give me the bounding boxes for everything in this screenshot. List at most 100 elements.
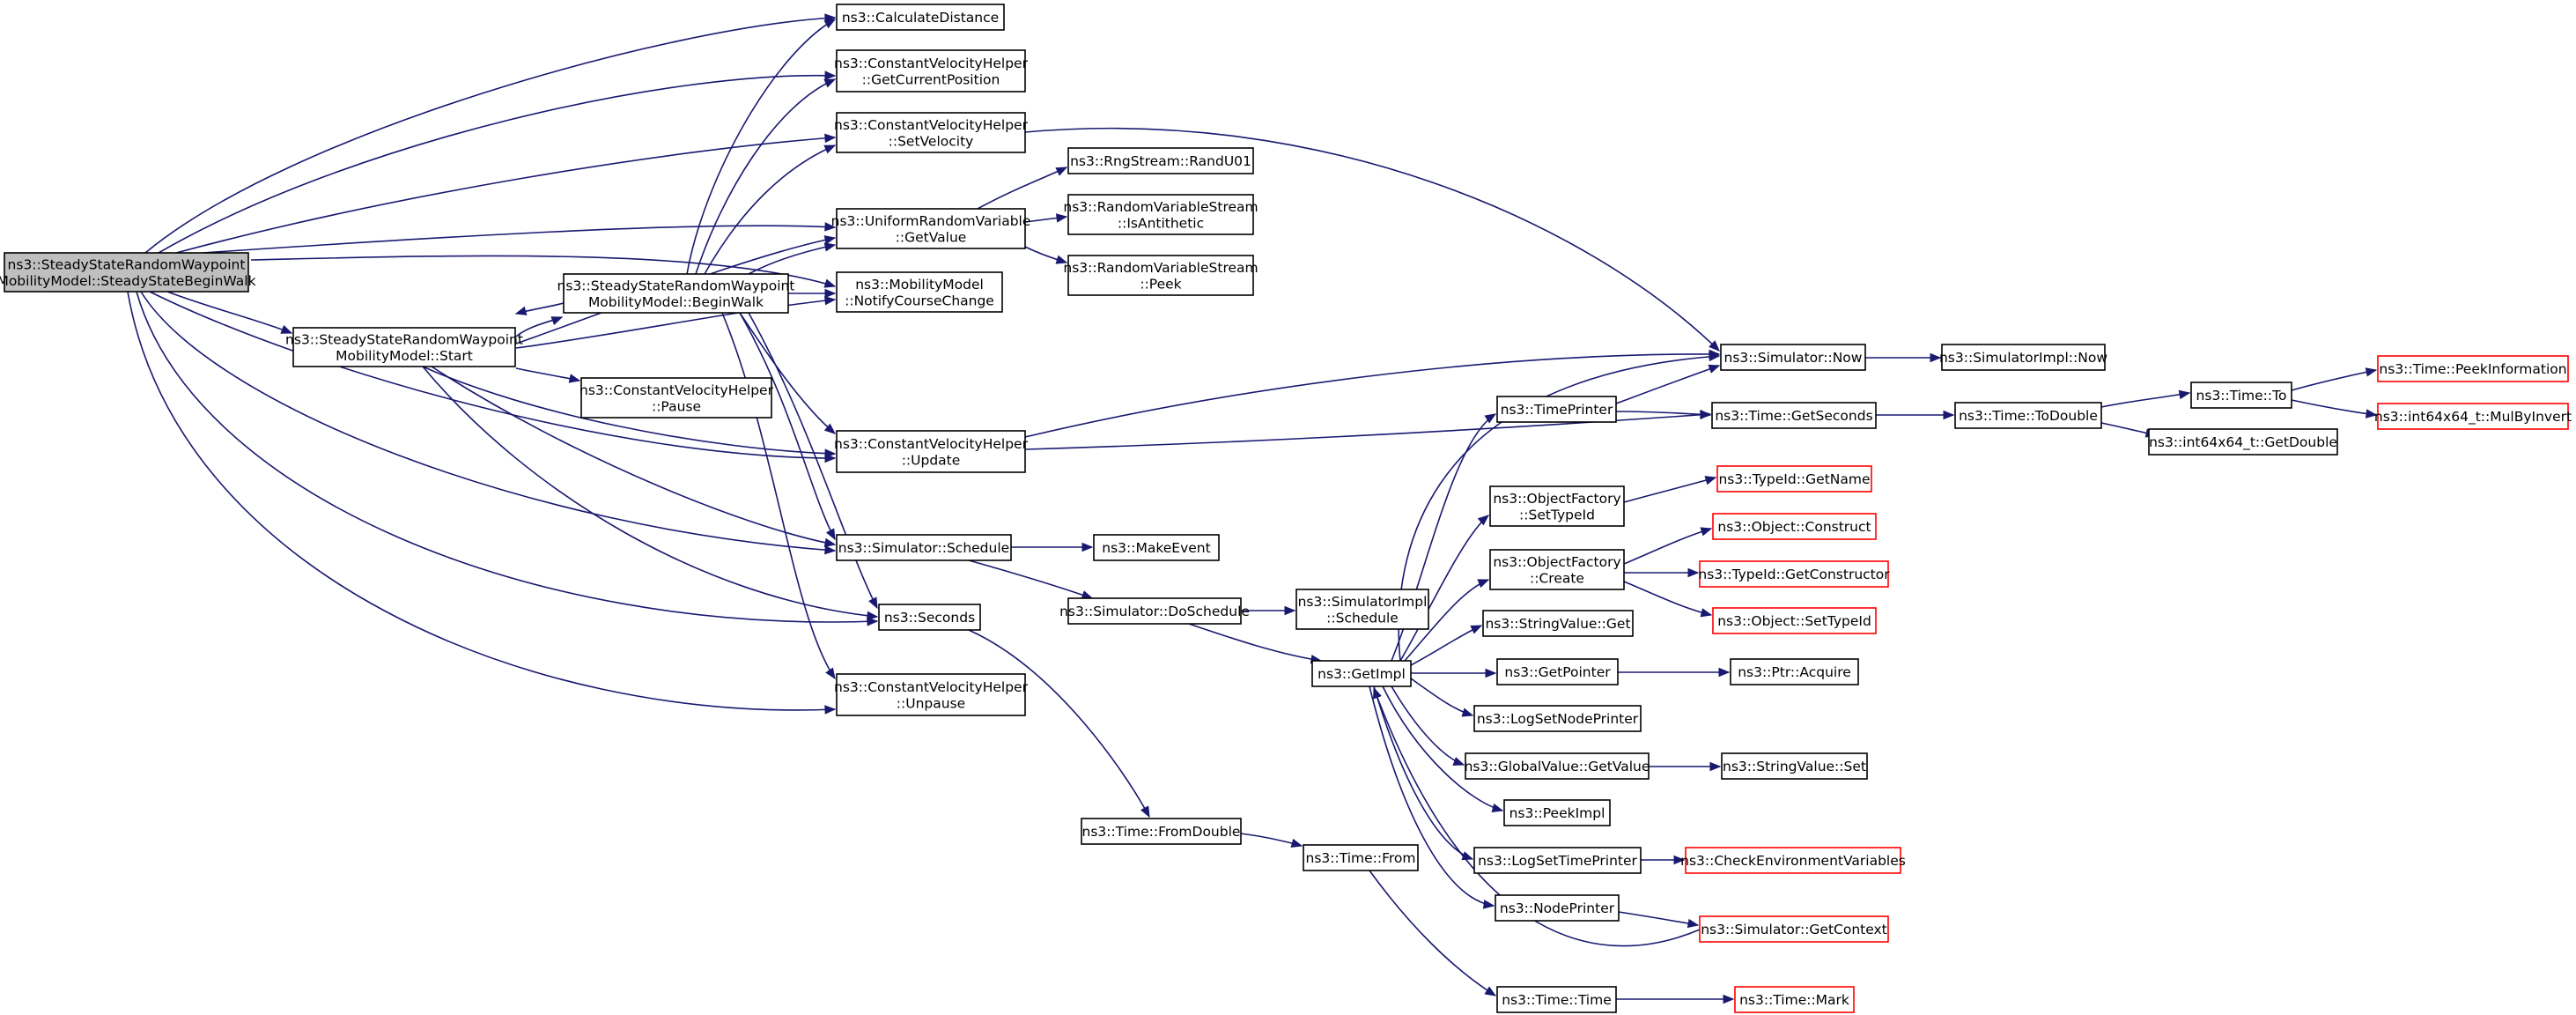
node-label: ns3::TimePrinter bbox=[1501, 402, 1613, 418]
edge-line bbox=[250, 255, 836, 287]
node-timemark[interactable]: ns3::Time::Mark bbox=[1734, 986, 1855, 1013]
node-label: ns3::SteadyStateRandomWaypoint bbox=[557, 278, 795, 293]
node-getimpl[interactable]: ns3::GetImpl bbox=[1311, 660, 1412, 687]
node-peekinfo[interactable]: ns3::Time::PeekInformation bbox=[2377, 355, 2569, 382]
node-label: ns3::Object::SetTypeId bbox=[1717, 613, 1871, 629]
node-ptracquire[interactable]: ns3::Ptr::Acquire bbox=[1730, 658, 1859, 685]
node-simnow[interactable]: ns3::Simulator::Now bbox=[1720, 344, 1866, 371]
edge-arrowhead bbox=[1673, 855, 1686, 865]
node-svset[interactable]: ns3::StringValue::Set bbox=[1721, 752, 1868, 780]
node-label: ns3::GlobalValue::GetValue bbox=[1465, 759, 1650, 774]
call-edge-gvgetvalue-to-svset bbox=[1649, 761, 1722, 772]
node-peekimpl[interactable]: ns3::PeekImpl bbox=[1503, 799, 1611, 826]
node-schedule[interactable]: ns3::Simulator::Schedule bbox=[836, 534, 1012, 561]
call-nodes: ns3::SteadyStateRandomWaypointMobilityMo… bbox=[0, 4, 2572, 1013]
edge-line bbox=[968, 629, 1150, 818]
node-mulbyinvert[interactable]: ns3::int64x64_t::MulByInvert bbox=[2374, 403, 2572, 430]
call-edge-beginwalk-to-start bbox=[514, 302, 565, 315]
call-edge-root-to-setvel bbox=[175, 133, 837, 254]
edge-line bbox=[748, 312, 878, 609]
node-svget[interactable]: ns3::StringValue::Get bbox=[1482, 610, 1634, 637]
node-pause[interactable]: ns3::ConstantVelocityHelper::Pause bbox=[579, 377, 774, 419]
node-box bbox=[836, 430, 1026, 473]
edge-line bbox=[1024, 127, 1720, 352]
call-edge-beginwalk-to-urvgetvalue bbox=[748, 242, 837, 275]
edge-arrowhead bbox=[824, 222, 837, 232]
node-box bbox=[1093, 534, 1220, 561]
node-timeto[interactable]: ns3::Time::To bbox=[2190, 382, 2292, 409]
node-gvgetvalue[interactable]: ns3::GlobalValue::GetValue bbox=[1465, 752, 1650, 780]
edge-arrowhead bbox=[867, 617, 879, 626]
node-box bbox=[292, 327, 516, 367]
call-edge-root-to-notify bbox=[250, 255, 837, 288]
call-edge-start-to-beginwalk bbox=[515, 316, 564, 337]
node-implnow[interactable]: ns3::SimulatorImpl::Now bbox=[1939, 344, 2107, 371]
node-isanti[interactable]: ns3::RandomVariableStream::IsAntithetic bbox=[1063, 194, 1258, 235]
edge-line bbox=[158, 74, 836, 254]
node-nodeprinter[interactable]: ns3::NodePrinter bbox=[1495, 894, 1620, 922]
node-box bbox=[878, 604, 981, 631]
node-peek[interactable]: ns3::RandomVariableStream::Peek bbox=[1063, 255, 1258, 296]
node-timefrom[interactable]: ns3::Time::From bbox=[1303, 844, 1419, 871]
edge-arrowhead bbox=[2365, 409, 2378, 419]
node-timetime[interactable]: ns3::Time::Time bbox=[1496, 986, 1617, 1013]
call-edge-seconds-to-fromdouble bbox=[968, 629, 1150, 819]
node-ofcreate[interactable]: ns3::ObjectFactory::Create bbox=[1489, 549, 1625, 590]
node-calcdist[interactable]: ns3::CalculateDistance bbox=[836, 4, 1005, 31]
node-getpointer[interactable]: ns3::GetPointer bbox=[1496, 658, 1619, 685]
edge-arrowhead bbox=[1687, 567, 1700, 578]
node-fromdouble[interactable]: ns3::Time::FromDouble bbox=[1081, 818, 1242, 845]
node-getcontext[interactable]: ns3::Simulator::GetContext bbox=[1699, 915, 1889, 943]
node-getdouble[interactable]: ns3::int64x64_t::GetDouble bbox=[2148, 428, 2338, 456]
node-update[interactable]: ns3::ConstantVelocityHelper::Update bbox=[834, 430, 1029, 473]
node-start[interactable]: ns3::SteadyStateRandomWaypointMobilityMo… bbox=[285, 327, 523, 367]
node-label: ns3::Ptr::Acquire bbox=[1738, 664, 1851, 680]
call-edge-start-to-pause bbox=[515, 367, 581, 383]
call-edge-root-to-seconds bbox=[136, 291, 879, 626]
edge-line bbox=[1615, 411, 1711, 416]
call-edge-timeprinter-to-getseconds bbox=[1615, 410, 1712, 419]
node-logsettime[interactable]: ns3::LogSetTimePrinter bbox=[1473, 847, 1642, 874]
call-edge-getimpl-to-gvgetvalue bbox=[1391, 685, 1465, 766]
node-root[interactable]: ns3::SteadyStateRandomWaypointMobilityMo… bbox=[0, 252, 256, 293]
node-makeevent[interactable]: ns3::MakeEvent bbox=[1093, 534, 1220, 561]
node-box bbox=[1496, 658, 1619, 685]
node-box bbox=[1067, 194, 1254, 235]
node-box bbox=[1711, 402, 1877, 429]
edge-arrowhead bbox=[1718, 667, 1731, 678]
node-notify[interactable]: ns3::MobilityModel::NotifyCourseChange bbox=[836, 271, 1003, 313]
node-seconds[interactable]: ns3::Seconds bbox=[878, 604, 981, 631]
node-typeidgetname[interactable]: ns3::TypeId::GetName bbox=[1716, 465, 1872, 493]
node-ofsettypeid[interactable]: ns3::ObjectFactory::SetTypeId bbox=[1489, 485, 1625, 527]
node-box bbox=[1495, 894, 1620, 922]
node-checkenv[interactable]: ns3::CheckEnvironmentVariables bbox=[1680, 847, 1906, 874]
node-box bbox=[2377, 403, 2569, 430]
node-timeprinter[interactable]: ns3::TimePrinter bbox=[1496, 396, 1617, 423]
node-doschedule[interactable]: ns3::Simulator::DoSchedule bbox=[1059, 597, 1250, 625]
edge-arrowhead bbox=[1477, 579, 1490, 589]
node-urvgetvalue[interactable]: ns3::UniformRandomVariable::GetValue bbox=[831, 208, 1031, 249]
node-getseconds[interactable]: ns3::Time::GetSeconds bbox=[1711, 402, 1877, 429]
node-getcurpos[interactable]: ns3::ConstantVelocityHelper::GetCurrentP… bbox=[834, 49, 1029, 93]
node-implschedule[interactable]: ns3::SimulatorImpl::Schedule bbox=[1295, 589, 1429, 630]
call-edge-ofcreate-to-objsettypeid bbox=[1623, 581, 1713, 618]
node-label: ns3::MakeEvent bbox=[1102, 540, 1210, 556]
node-label: ns3::Time::ToDouble bbox=[1959, 408, 2098, 424]
node-randu01[interactable]: ns3::RngStream::RandU01 bbox=[1067, 147, 1254, 174]
node-label: ns3::Simulator::GetContext bbox=[1701, 922, 1887, 937]
node-beginwalk[interactable]: ns3::SteadyStateRandomWaypointMobilityMo… bbox=[557, 273, 795, 314]
node-box bbox=[1699, 915, 1889, 943]
node-unpause[interactable]: ns3::ConstantVelocityHelper::Unpause bbox=[834, 673, 1029, 716]
node-todouble[interactable]: ns3::Time::ToDouble bbox=[1954, 402, 2102, 429]
node-box bbox=[836, 49, 1026, 93]
node-getctor[interactable]: ns3::TypeId::GetConstructor bbox=[1698, 560, 1890, 588]
edge-line bbox=[686, 19, 836, 275]
node-logsetnode[interactable]: ns3::LogSetNodePrinter bbox=[1473, 705, 1642, 732]
node-label: ns3::ObjectFactory bbox=[1493, 554, 1620, 570]
node-box bbox=[1699, 560, 1889, 588]
edge-line bbox=[968, 559, 1093, 599]
edge-line bbox=[1391, 685, 1465, 766]
node-objsettypeid[interactable]: ns3::Object::SetTypeId bbox=[1712, 607, 1877, 634]
node-objconstruct[interactable]: ns3::Object::Construct bbox=[1712, 513, 1877, 540]
node-setvel[interactable]: ns3::ConstantVelocityHelper::SetVelocity bbox=[834, 112, 1029, 153]
